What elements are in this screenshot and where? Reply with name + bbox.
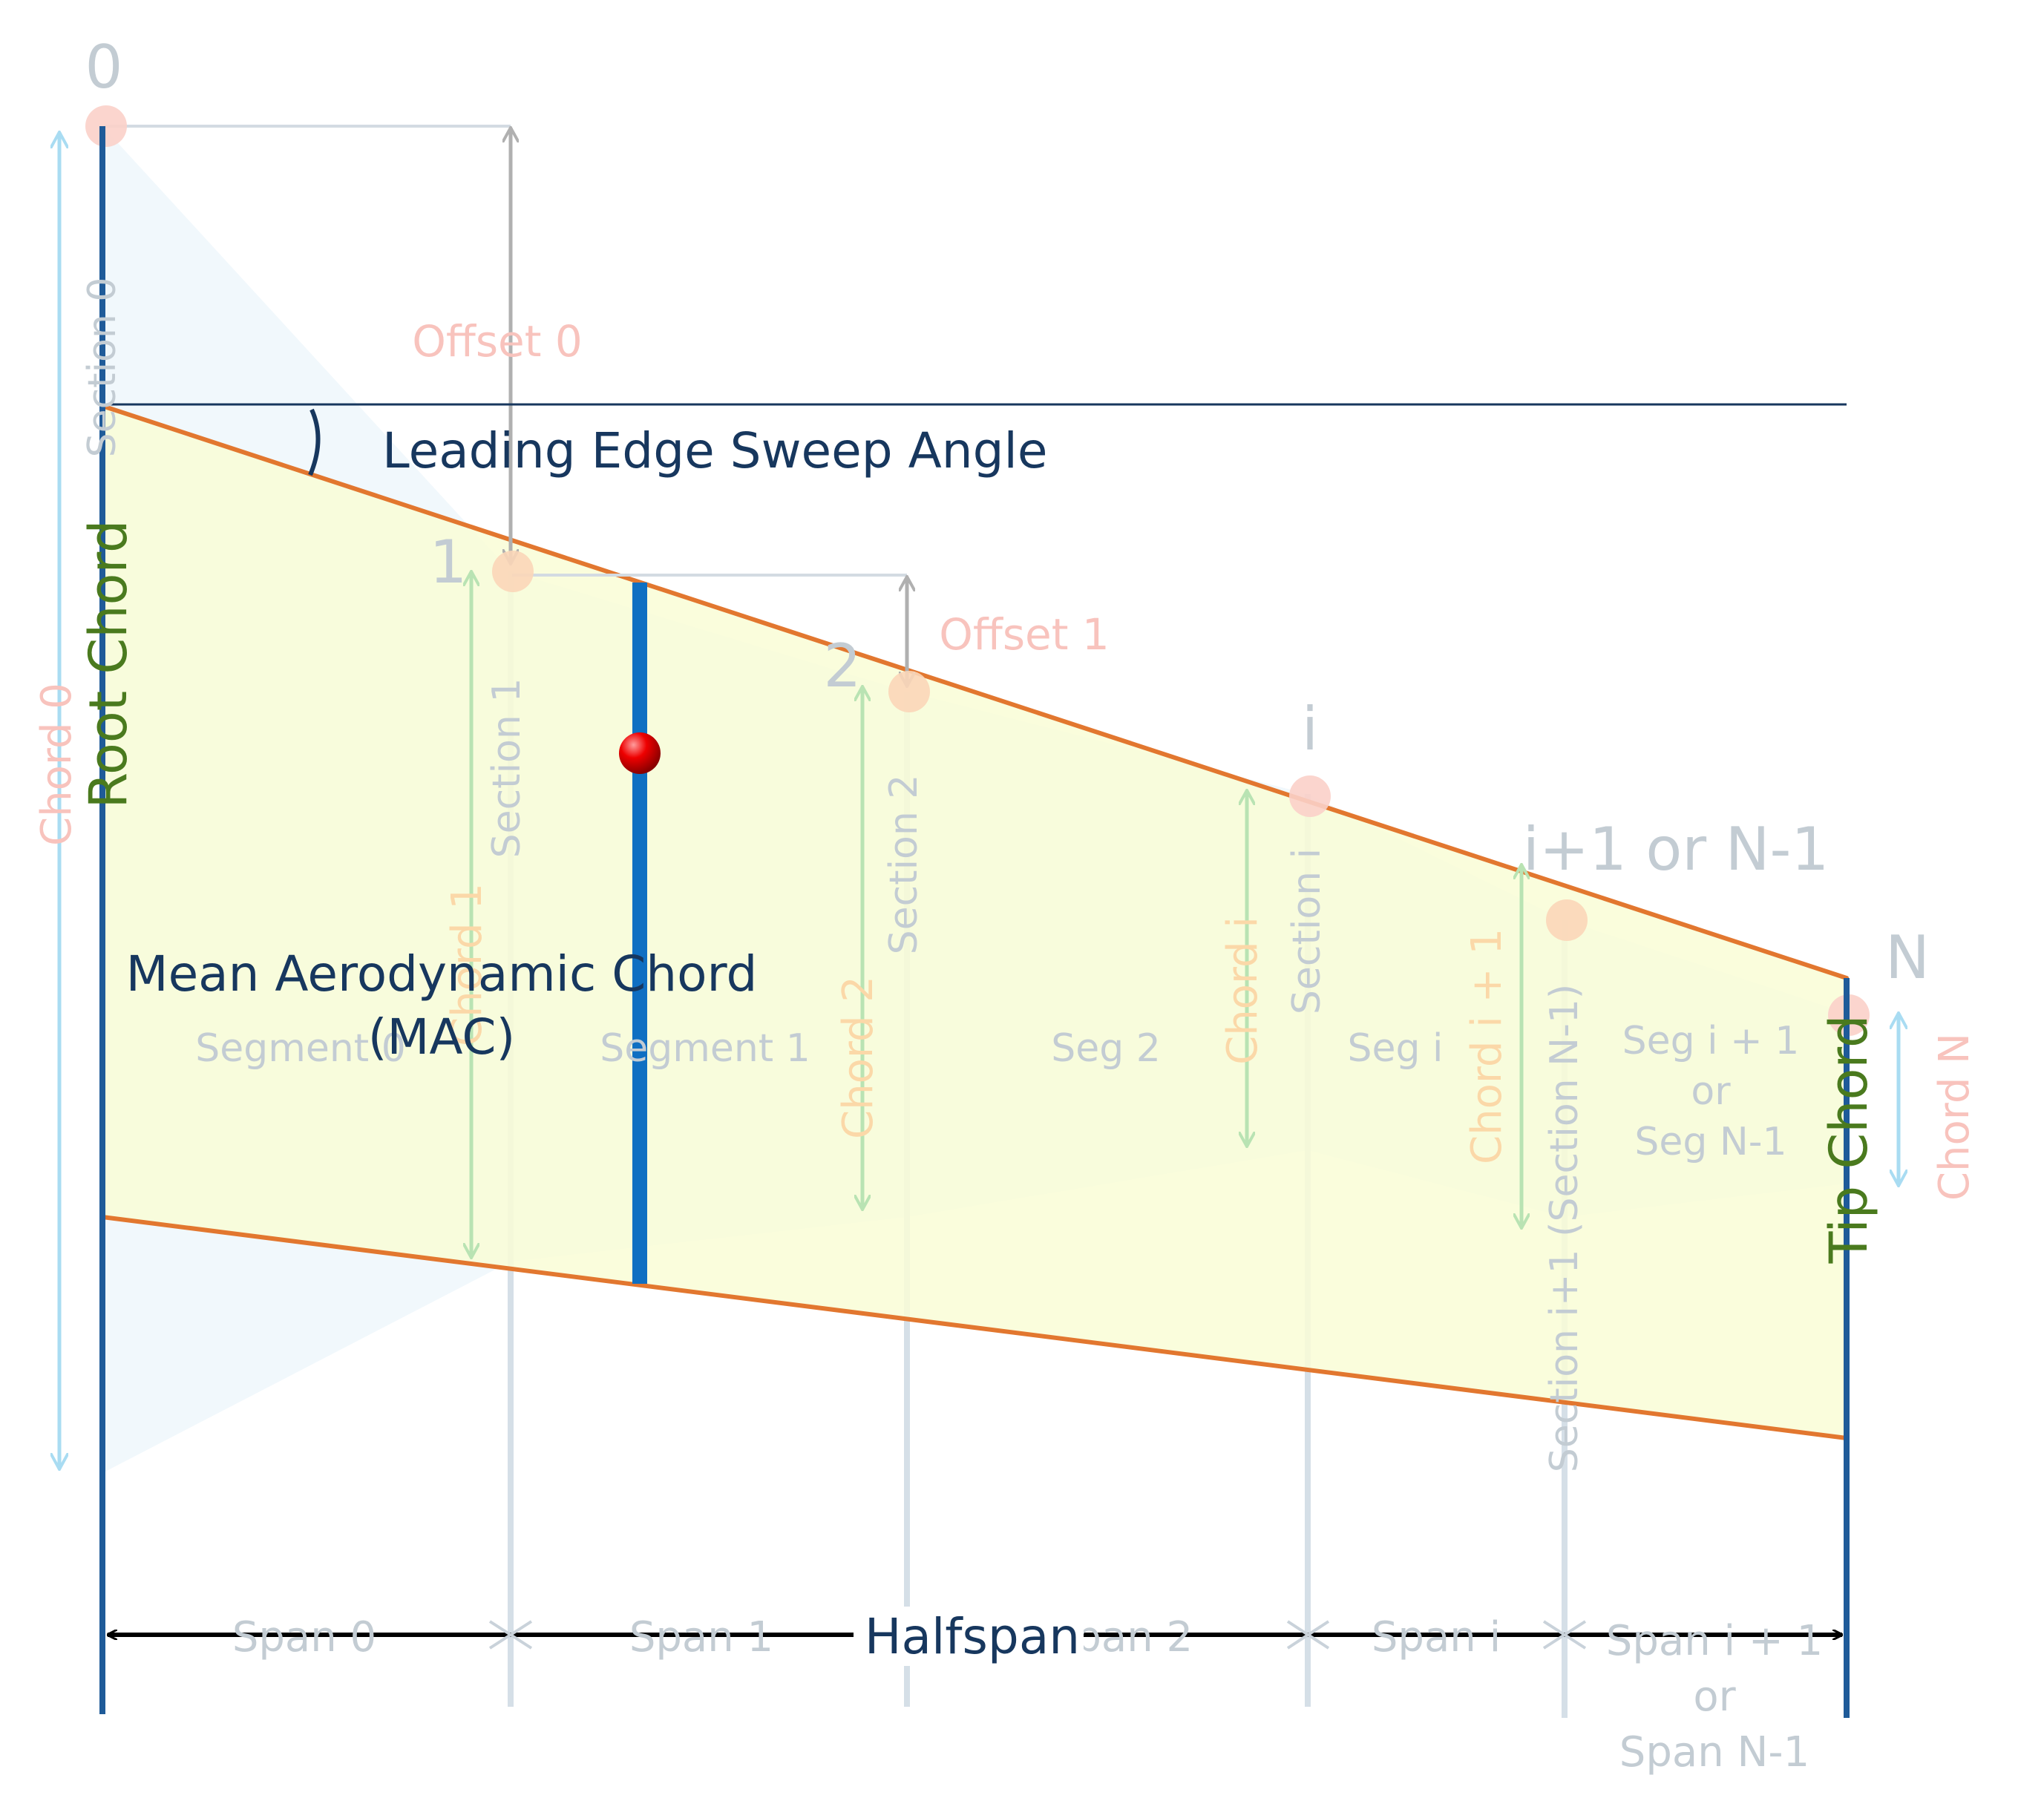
offset-1-label: Offset 1: [939, 609, 1110, 660]
offset-lines: [104, 125, 907, 686]
segment-2-label: Seg 2: [1051, 1026, 1161, 1071]
segment-0-label: Segment 0: [195, 1026, 406, 1071]
chord-1-label: Chord 1: [443, 883, 491, 1046]
section-point-0: [85, 105, 127, 147]
span-ticks: [488, 1620, 1587, 1650]
section-point-2: [888, 671, 930, 712]
sweep-angle-arc: [308, 408, 321, 476]
point-label-i1: i+1 or N-1: [1523, 815, 1829, 884]
segment-i1-label-line3: Seg N-1: [1634, 1120, 1786, 1164]
offset-0-label: Offset 0: [412, 316, 583, 367]
point-label-2: 2: [824, 632, 862, 701]
span-i1-label-line2: or: [1693, 1673, 1736, 1721]
chord-2-label: Chord 2: [834, 976, 882, 1139]
section-0-label: Section 0: [80, 278, 125, 458]
section-points: [85, 105, 1870, 1036]
point-label-1: 1: [430, 528, 468, 597]
chord-0-label: Chord 0: [33, 683, 81, 846]
segment-1-label: Segment 1: [600, 1026, 810, 1071]
section-point-1: [492, 551, 534, 592]
mac-label-line1: Mean Aerodynamic Chord: [126, 945, 758, 1003]
span-i-label: Span i: [1372, 1613, 1501, 1661]
section-1-label: Section 1: [485, 678, 529, 859]
chord-i1-label: Chord i + 1: [1463, 928, 1511, 1164]
sweep-angle-label: Leading Edge Sweep Angle: [382, 422, 1047, 479]
section-i1-label: Section i+1 (Section N-1): [1542, 984, 1587, 1472]
point-label-0: 0: [85, 33, 123, 102]
halfspan-label: Halfspan: [865, 1608, 1080, 1665]
tip-chord-label: Tip Chord: [1818, 1015, 1879, 1264]
point-label-n: N: [1885, 923, 1930, 992]
section-point-i1: [1546, 899, 1588, 941]
halfspan-label-bg: [854, 1607, 1084, 1666]
segment-i-label: Seg i: [1348, 1026, 1444, 1071]
mac-centroid-ball: [619, 732, 661, 774]
point-label-i: i: [1302, 695, 1318, 764]
span-i1-label-line3: Span N-1: [1619, 1728, 1809, 1777]
root-chord-label: Root Chord: [78, 520, 139, 809]
segment-i1-label-line1: Seg i + 1: [1622, 1019, 1800, 1063]
span-0-label: Span 0: [232, 1613, 376, 1661]
section-point-i: [1289, 775, 1331, 817]
section-i-label: Section i: [1285, 848, 1329, 1014]
segment-i1-label-line2: or: [1691, 1069, 1731, 1114]
span-i1-label-line1: Span i + 1: [1606, 1617, 1823, 1665]
chord-n-label: Chord N: [1930, 1033, 1979, 1201]
span-1-label: Span 1: [629, 1613, 773, 1661]
chord-arrows: [59, 132, 1899, 1469]
chord-i-label: Chord i: [1219, 916, 1267, 1065]
section-2-label: Section 2: [882, 775, 926, 955]
mac-label-line2: (MAC): [368, 1008, 516, 1066]
